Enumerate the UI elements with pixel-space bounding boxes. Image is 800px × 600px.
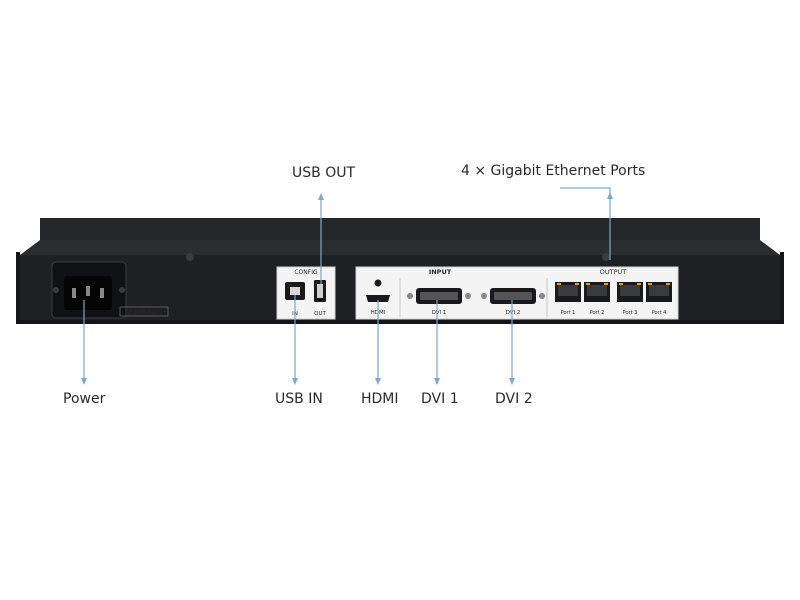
port1-label: Port 1 bbox=[561, 310, 576, 316]
dvi2-port-label: DVI 2 bbox=[506, 310, 521, 316]
chassis-bottom-edge bbox=[18, 320, 782, 324]
screw bbox=[186, 253, 194, 261]
power-callout: Power bbox=[63, 391, 106, 407]
arrow-dvi1 bbox=[434, 378, 440, 385]
screw bbox=[119, 287, 125, 293]
hdmi-indicator bbox=[374, 279, 382, 287]
chassis-side-left bbox=[16, 252, 20, 324]
arrow-power bbox=[81, 378, 87, 385]
arrow-hdmi bbox=[375, 378, 381, 385]
chassis-side-right bbox=[780, 252, 784, 324]
arrow-usb-out bbox=[318, 193, 324, 200]
output-label: OUTPUT bbox=[600, 268, 627, 276]
arrow-usb-in bbox=[292, 378, 298, 385]
dvi2-callout: DVI 2 bbox=[495, 391, 533, 407]
screw bbox=[539, 293, 545, 299]
port3-label: Port 3 bbox=[623, 310, 638, 316]
hdmi-callout: HDMI bbox=[361, 391, 399, 407]
port2-label: Port 2 bbox=[590, 310, 605, 316]
ethernet-port-1 bbox=[555, 282, 581, 302]
dvi1-port-label: DVI 1 bbox=[432, 310, 447, 316]
chassis-top bbox=[20, 240, 780, 255]
screw bbox=[602, 253, 610, 261]
screw bbox=[465, 293, 471, 299]
screw bbox=[407, 293, 413, 299]
arrow-ethernet bbox=[607, 192, 613, 199]
ethernet-port-2 bbox=[584, 282, 610, 302]
usb-out-port-label: OUT bbox=[314, 311, 326, 317]
voltage-label-box bbox=[119, 306, 169, 317]
dvi1-callout: DVI 1 bbox=[421, 391, 459, 407]
arrow-dvi2 bbox=[509, 378, 515, 385]
leader-ethernet bbox=[560, 187, 611, 260]
input-label: INPUT bbox=[429, 268, 452, 276]
ethernet-port-3 bbox=[617, 282, 643, 302]
screw bbox=[53, 287, 59, 293]
usb-out-callout: USB OUT bbox=[292, 165, 356, 181]
hdmi-port bbox=[366, 295, 390, 302]
ethernet-callout: 4 × Gigabit Ethernet Ports bbox=[461, 163, 646, 179]
port4-label: Port 4 bbox=[652, 310, 667, 316]
chassis-top-ridge bbox=[40, 218, 760, 240]
usb-in-callout: USB IN bbox=[275, 391, 323, 407]
ethernet-port-4 bbox=[646, 282, 672, 302]
screw bbox=[481, 293, 487, 299]
voltage-label: AC100-240V bbox=[125, 310, 163, 317]
config-label: CONFIG bbox=[294, 269, 318, 276]
